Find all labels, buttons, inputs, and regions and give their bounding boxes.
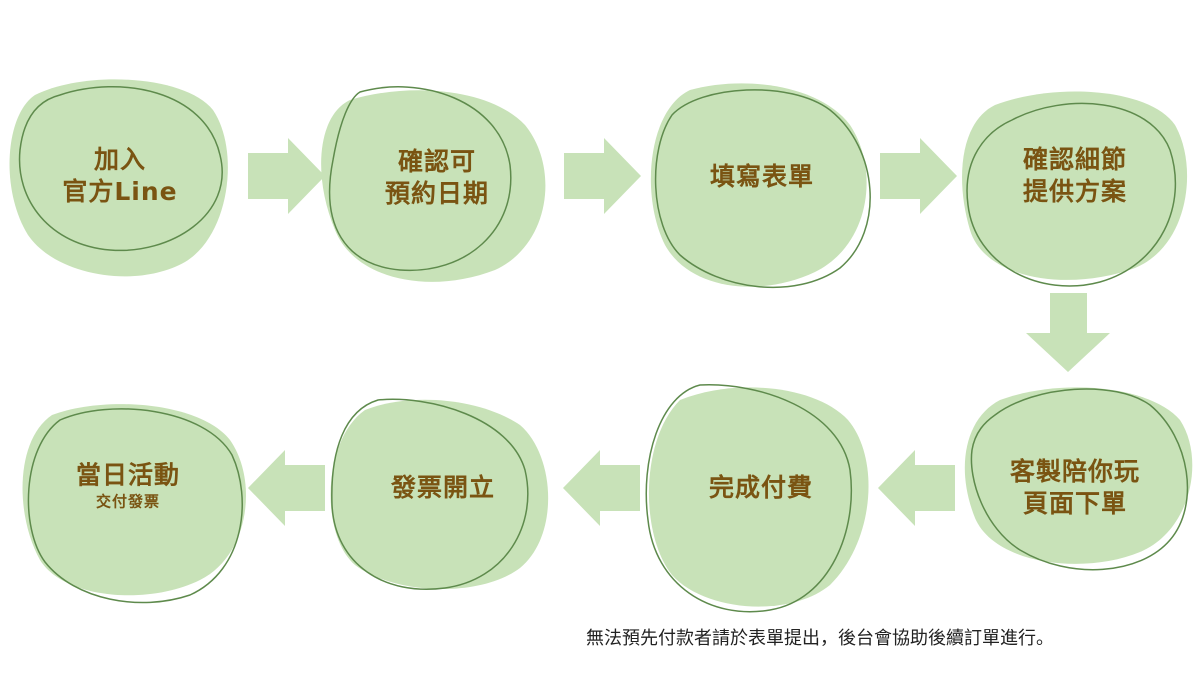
step-8-blob (22, 404, 246, 596)
step-1-label: 加入 官方Line (62, 144, 177, 208)
arrow-left-2 (563, 450, 640, 526)
step-5-label: 客製陪你玩 頁面下單 (1010, 456, 1140, 520)
arrow-right-3 (880, 138, 957, 214)
step-6-blob (648, 387, 869, 607)
step-1-blob (9, 79, 228, 277)
arrow-right-2 (564, 138, 641, 214)
step-2-label: 確認可 預約日期 (385, 146, 489, 210)
step-4-label: 確認細節 提供方案 (1023, 144, 1127, 208)
step-3-label: 填寫表單 (710, 161, 814, 193)
step-2-blob (321, 90, 546, 282)
step-6-line-1: 完成付費 (708, 473, 814, 502)
step-5-outline (970, 388, 1189, 571)
step-6-label: 完成付費 (709, 472, 813, 504)
arrow-left-3 (248, 450, 325, 526)
footnote: 無法預先付款者請於表單提出，後台會協助後續訂單進行。 (586, 628, 1054, 649)
step-3-line-1: 填寫表單 (709, 162, 815, 191)
step-2-line-2: 預約日期 (384, 179, 490, 208)
step-5-blob (964, 387, 1193, 564)
step-6-outline (645, 384, 853, 613)
step-3-outline (654, 89, 871, 289)
step-1-outline (18, 86, 223, 252)
step-4-blob (962, 91, 1188, 280)
step-5-line-1: 客製陪你玩 (1009, 457, 1141, 486)
step-8-line-2: 交付發票 (95, 492, 161, 511)
step-7-line-1: 發票開立 (390, 473, 496, 502)
arrow-down (1026, 293, 1110, 372)
step-8-label: 當日活動 交付發票 (76, 460, 180, 513)
arrow-left-1 (878, 450, 955, 526)
step-7-blob (330, 399, 549, 590)
step-1-line-2: 官方Line (62, 177, 178, 206)
step-1-line-1: 加入 (93, 145, 147, 174)
step-2-outline (328, 86, 512, 272)
step-4-line-1: 確認細節 (1022, 145, 1128, 174)
step-8-line-1: 當日活動 (75, 460, 181, 490)
arrow-right-1 (248, 138, 325, 214)
step-4-outline (966, 102, 1177, 287)
step-7-outline (331, 398, 529, 590)
step-2-line-1: 確認可 (397, 147, 477, 176)
step-3-blob (650, 83, 867, 287)
step-7-label: 發票開立 (391, 472, 495, 504)
step-8-outline (27, 408, 243, 604)
step-5-line-2: 頁面下單 (1022, 489, 1128, 518)
step-4-line-2: 提供方案 (1022, 177, 1128, 206)
